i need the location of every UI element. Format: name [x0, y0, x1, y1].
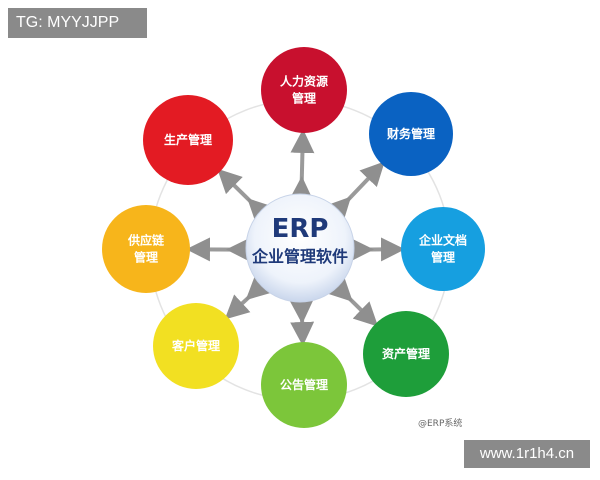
module-label: 公告管理 — [280, 377, 328, 392]
arrow-2 — [325, 161, 385, 223]
module-node-6: 客户管理 — [153, 303, 239, 389]
module-label: 供应链 — [127, 233, 165, 248]
module-label: 管理 — [431, 250, 455, 265]
center-subtitle: 企业管理软件 — [251, 247, 348, 266]
module-label: 资产管理 — [382, 346, 430, 361]
module-label: 管理 — [292, 91, 316, 106]
module-circle — [363, 311, 449, 397]
arrow-5 — [289, 299, 315, 347]
center-title: ERP — [272, 214, 329, 244]
module-circle — [102, 205, 190, 293]
module-label: 生产管理 — [164, 132, 212, 147]
module-circle — [369, 92, 453, 176]
arrow-1 — [289, 128, 315, 201]
module-circle — [143, 95, 233, 185]
module-node-8: 生产管理 — [143, 95, 233, 185]
connector-arrows — [185, 128, 406, 347]
header-tag: TG: MYYJJPP — [8, 8, 147, 38]
center-node: ERP 企业管理软件 — [245, 193, 355, 303]
module-label: 财务管理 — [386, 126, 435, 141]
module-label: 客户管理 — [171, 338, 220, 353]
arrow-6 — [224, 275, 272, 320]
module-node-5: 公告管理 — [261, 342, 347, 428]
module-label: 企业文档 — [418, 233, 467, 248]
arrow-8 — [217, 168, 273, 224]
module-label: 管理 — [134, 250, 158, 265]
module-circle — [401, 207, 485, 291]
module-circle — [261, 342, 347, 428]
module-node-2: 财务管理 — [369, 92, 453, 176]
arrow-4 — [327, 276, 379, 327]
module-node-4: 资产管理 — [363, 311, 449, 397]
module-circle — [153, 303, 239, 389]
footer-site: www.1r1h4.cn — [464, 440, 590, 468]
module-circle — [261, 47, 347, 133]
module-label: 人力资源 — [280, 74, 328, 89]
watermark-credit: @ERP系统 — [418, 417, 462, 429]
